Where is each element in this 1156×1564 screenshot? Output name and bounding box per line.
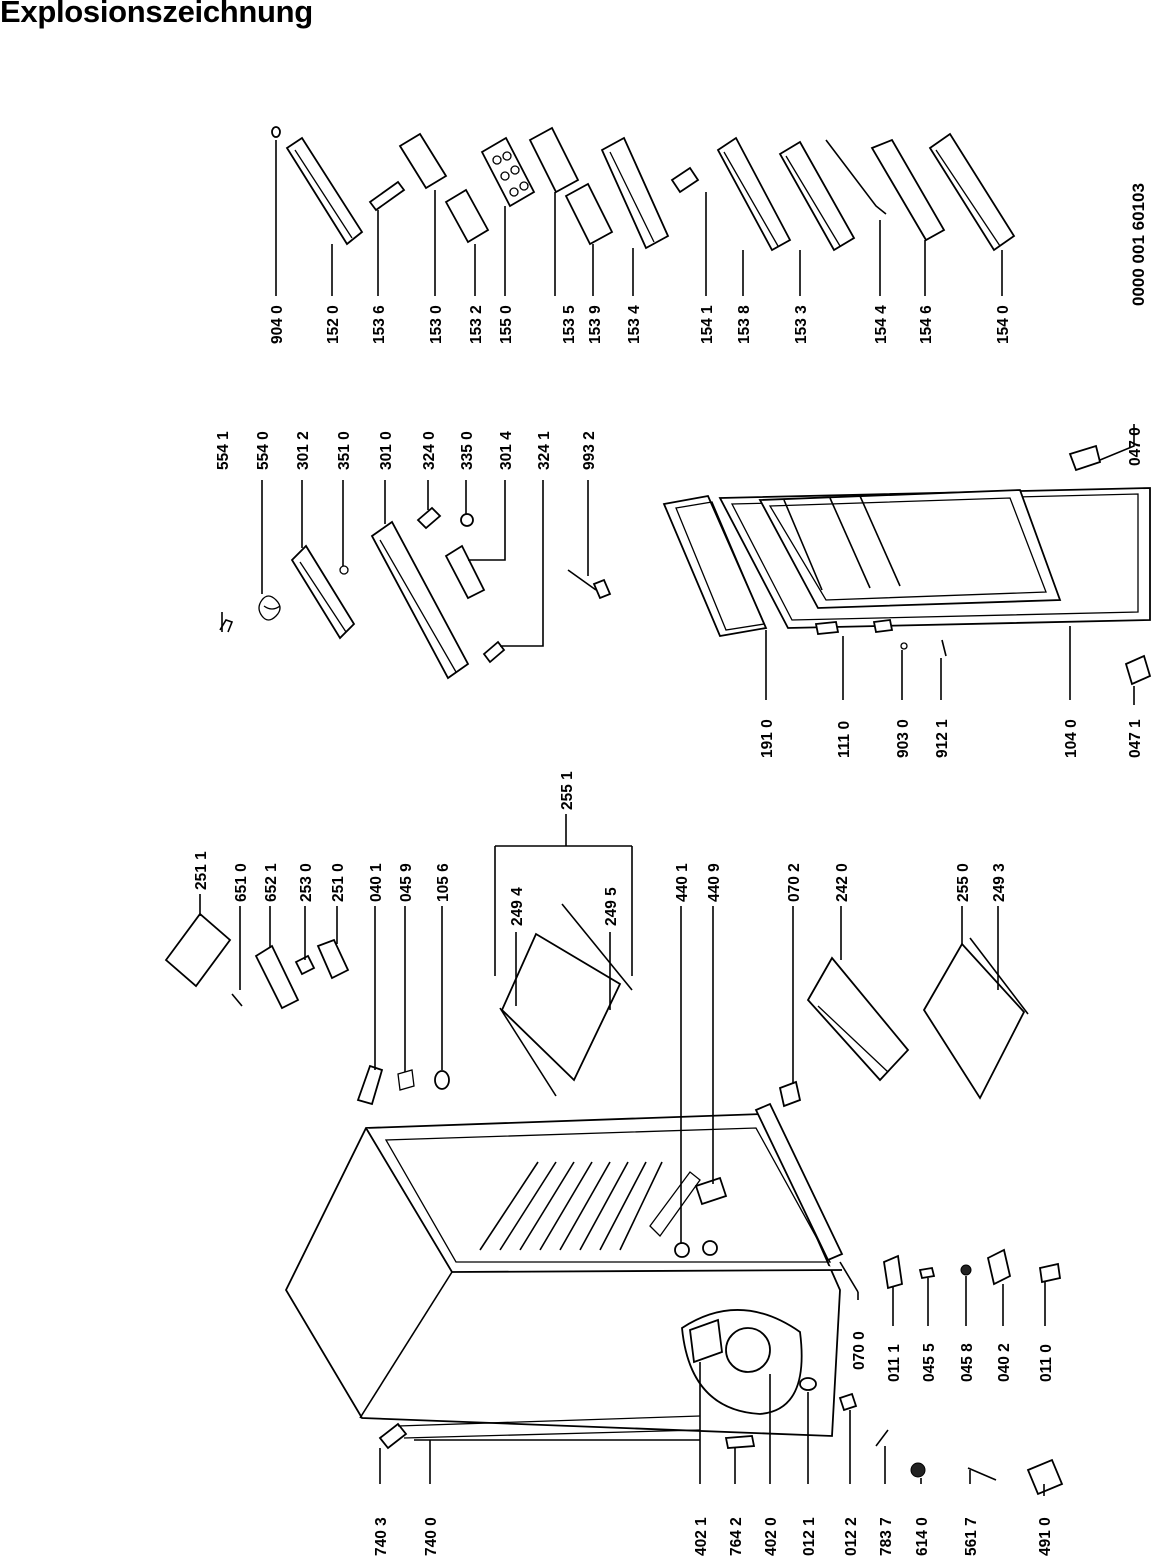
label-651-0: 651 0 [233, 863, 250, 902]
label-402-0: 402 0 [763, 1517, 780, 1556]
label-040-2: 040 2 [996, 1343, 1013, 1382]
door-assembly-drawing [662, 444, 1152, 686]
label-440-1: 440 1 [674, 863, 691, 902]
label-324-1: 324 1 [536, 431, 553, 470]
label-153-2: 153 2 [468, 305, 485, 344]
shelf-parts-drawing [164, 903, 1029, 1106]
label-993-2: 993 2 [581, 431, 598, 470]
label-153-5: 153 5 [561, 305, 578, 344]
label-111-0: 111 0 [836, 721, 853, 758]
label-783-7: 783 7 [878, 1517, 895, 1556]
label-012-1: 012 1 [801, 1517, 818, 1556]
label-045-5: 045 5 [921, 1343, 938, 1382]
label-154-0: 154 0 [995, 305, 1012, 344]
label-255-0: 255 0 [955, 863, 972, 902]
label-903-0: 903 0 [895, 719, 912, 758]
label-740-3: 740 3 [373, 1517, 390, 1556]
label-153-9: 153 9 [587, 305, 604, 344]
part-labels: 904 0 152 0 153 6 153 0 153 2 155 0 153 … [193, 183, 1148, 1556]
label-155-0: 155 0 [498, 305, 515, 344]
label-153-4: 153 4 [626, 305, 643, 344]
label-011-1: 011 1 [886, 1344, 903, 1382]
label-242-0: 242 0 [834, 863, 851, 902]
label-104-0: 104 0 [1063, 719, 1080, 758]
label-070-2: 070 2 [786, 863, 803, 902]
label-249-4: 249 4 [509, 887, 526, 926]
label-561-7: 561 7 [963, 1517, 980, 1556]
label-154-4: 154 4 [873, 305, 890, 344]
label-351-0: 351 0 [336, 431, 353, 470]
label-249-3: 249 3 [991, 863, 1008, 902]
label-012-2: 012 2 [843, 1517, 860, 1556]
control-panel-parts-drawing [219, 506, 612, 680]
label-047-1: 047 1 [1127, 719, 1144, 758]
label-912-1: 912 1 [934, 719, 951, 758]
bottom-hardware-drawing [378, 1248, 1064, 1496]
label-764-2: 764 2 [728, 1517, 745, 1556]
label-904-0: 904 0 [269, 305, 286, 344]
label-249-5: 249 5 [603, 887, 620, 926]
label-251-1: 251 1 [193, 851, 210, 890]
label-154-1: 154 1 [699, 305, 716, 344]
label-040-1: 040 1 [368, 863, 385, 902]
label-153-0: 153 0 [428, 305, 445, 344]
label-153-8: 153 8 [736, 305, 753, 344]
label-191-0: 191 0 [759, 719, 776, 758]
label-255-1: 255 1 [559, 771, 576, 810]
label-154-6: 154 6 [918, 305, 935, 344]
label-554-1: 554 1 [215, 431, 232, 470]
label-153-6: 153 6 [371, 305, 388, 344]
label-440-9: 440 9 [706, 863, 723, 902]
label-335-0: 335 0 [459, 431, 476, 470]
label-047-0: 047 0 [1127, 427, 1144, 466]
label-070-0: 070 0 [851, 1331, 868, 1370]
label-253-0: 253 0 [298, 863, 315, 902]
leader-lines [199, 140, 1135, 1496]
label-324-0: 324 0 [421, 431, 438, 470]
label-491-0: 491 0 [1037, 1517, 1054, 1556]
label-614-0: 614 0 [914, 1517, 931, 1556]
label-105-6: 105 6 [435, 863, 452, 902]
label-301-4: 301 4 [498, 431, 515, 470]
label-652-1: 652 1 [263, 863, 280, 902]
label-251-0: 251 0 [330, 863, 347, 902]
label-045-8: 045 8 [959, 1343, 976, 1382]
label-740-0: 740 0 [423, 1517, 440, 1556]
label-301-0: 301 0 [378, 431, 395, 470]
door-shelf-parts-drawing [271, 126, 1016, 252]
label-402-1: 402 1 [693, 1517, 710, 1556]
label-301-2: 301 2 [295, 431, 312, 470]
label-152-0: 152 0 [325, 305, 342, 344]
label-045-9: 045 9 [398, 863, 415, 902]
label-554-0: 554 0 [255, 431, 272, 470]
label-153-3: 153 3 [793, 305, 810, 344]
page-title: Explosionszeichnung [0, 0, 313, 29]
label-011-0: 011 0 [1038, 1344, 1055, 1382]
document-number: 0000 001 60103 [1129, 183, 1148, 306]
